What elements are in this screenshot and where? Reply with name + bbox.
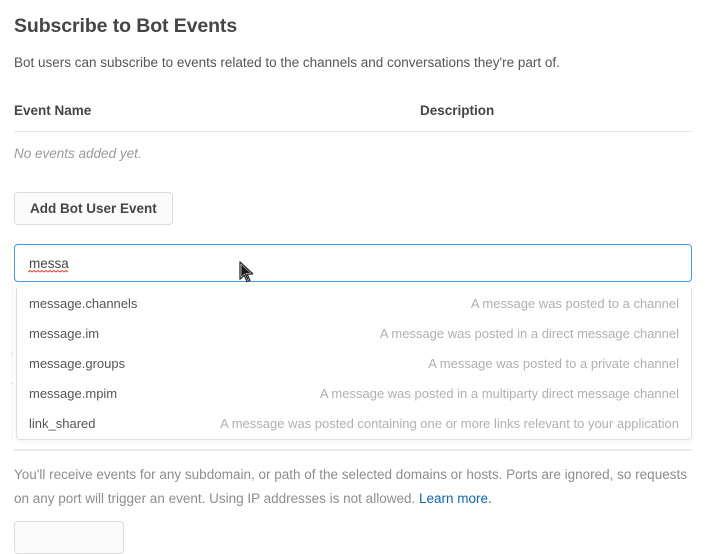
dropdown-option-description: A message was posted containing one or m…	[220, 415, 679, 431]
dropdown-option-name: message.groups	[29, 355, 126, 371]
dropdown-option-description: A message was posted to a channel	[470, 295, 679, 311]
event-search-input[interactable]	[14, 244, 692, 282]
dropdown-option-name: message.mpim	[29, 385, 118, 401]
add-bot-user-event-button[interactable]: Add Bot User Event	[14, 192, 173, 225]
dropdown-option[interactable]: message.channels A message was posted to…	[17, 288, 691, 318]
dropdown-option-description: A message was posted to a private channe…	[428, 355, 679, 371]
dropdown-option-name: message.im	[29, 325, 100, 341]
section-divider	[14, 449, 692, 451]
dropdown-option[interactable]: message.mpim A message was posted in a m…	[17, 378, 691, 408]
dropdown-option-name: link_shared	[29, 415, 96, 431]
dropdown-option-name: message.channels	[29, 295, 138, 311]
event-suggestions-dropdown[interactable]: message.channels A message was posted to…	[16, 288, 692, 440]
dropdown-option[interactable]: link_shared A message was posted contain…	[17, 408, 691, 438]
column-header-event-name: Event Name	[14, 103, 92, 118]
learn-more-link[interactable]: Learn more.	[418, 491, 492, 506]
events-table: Event Name Description No events added y…	[14, 103, 692, 161]
column-header-description: Description	[420, 103, 495, 118]
dropdown-option[interactable]: message.groups A message was posted to a…	[17, 348, 691, 378]
dropdown-option[interactable]: message.im A message was posted in a dir…	[17, 318, 691, 348]
background-artifact	[11, 353, 13, 354]
settings-page: Subscribe to Bot Events Bot users can su…	[11, 15, 692, 554]
dropdown-option-description: A message was posted in a direct message…	[379, 325, 679, 341]
page-title: Subscribe to Bot Events	[14, 15, 238, 37]
table-header-row: Event Name Description	[14, 103, 692, 132]
table-header-divider	[14, 131, 692, 132]
background-artifact	[11, 383, 13, 384]
bottom-action-button[interactable]	[14, 521, 124, 554]
background-list-rule	[12, 289, 13, 439]
helper-text: You'll receive events for any subdomain,…	[14, 463, 692, 511]
helper-text-body: You'll receive events for any subdomain,…	[14, 467, 687, 506]
page-subtitle: Bot users can subscribe to events relate…	[14, 55, 560, 70]
dropdown-option-description: A message was posted in a multiparty dir…	[319, 385, 679, 401]
empty-state-message: No events added yet.	[14, 146, 142, 161]
